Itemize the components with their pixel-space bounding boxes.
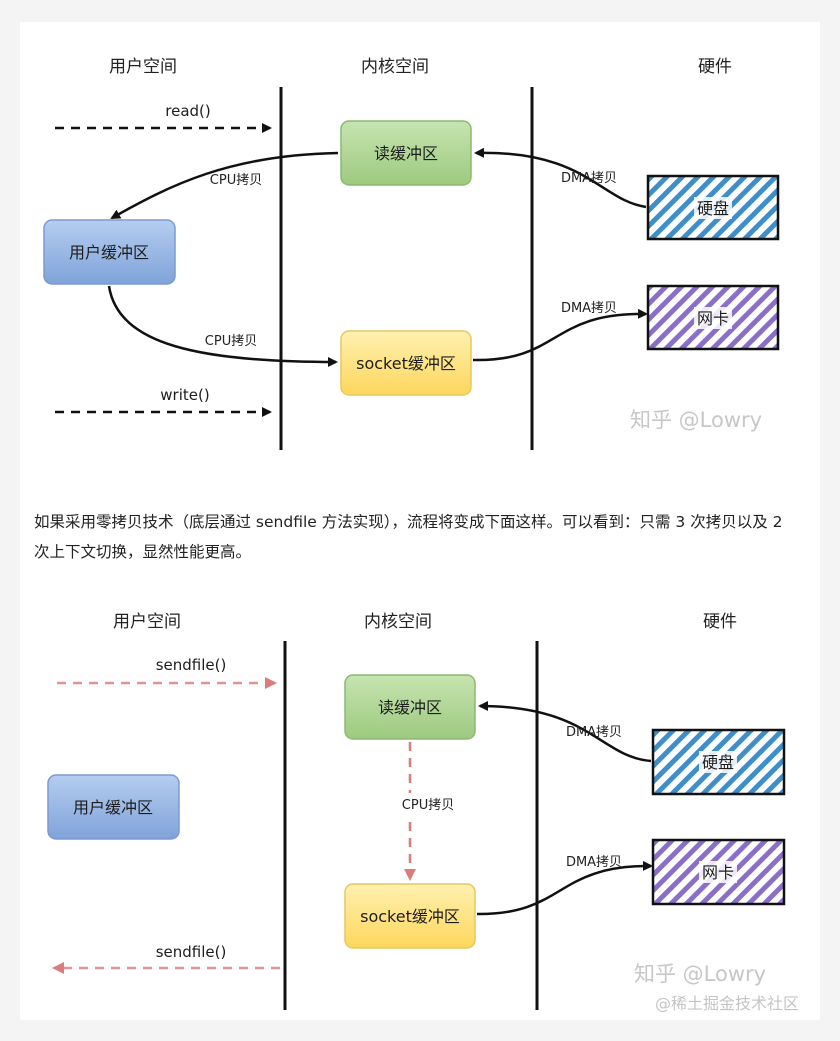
nic-box: 网卡 [646,284,780,351]
dma-copy-socket-to-nic-arrow [472,308,648,362]
cpu-copy-label-2: CPU拷贝 [205,334,257,349]
socket-buffer-box-2: socket缓冲区 [344,883,476,949]
write-call-label: write() [160,386,209,404]
dma-copy-label-2: DMA拷贝 [561,301,617,316]
nic-label-2: 网卡 [702,863,734,882]
diagram-2: 用户空间 内核空间 硬件 sendfile() sendfile() 读缓冲区 … [47,612,799,1013]
watermark-1: 知乎 @Lowry [630,408,762,432]
cpu-copy-label-2-1: CPU拷贝 [402,798,454,813]
user-buffer-box: 用户缓冲区 [43,219,176,285]
dma-copy-socket-to-nic-arrow-2 [476,860,653,916]
column-header-hardware: 硬件 [698,57,732,77]
disk-label: 硬盘 [697,199,729,218]
column-header-user-space: 用户空间 [109,57,177,77]
socket-buffer-box: socket缓冲区 [340,330,472,396]
disk-box: 硬盘 [646,174,780,241]
nic-label: 网卡 [697,309,729,328]
socket-buffer-label: socket缓冲区 [356,354,456,373]
dma-copy-label-1: DMA拷贝 [561,171,617,186]
cpu-copy-read-to-user-arrow [110,151,339,220]
read-buffer-label-2: 读缓冲区 [378,698,442,717]
column-header-hardware-2: 硬件 [703,612,737,632]
diagram-1: 用户空间 内核空间 硬件 read() write() 读缓冲区 用户缓冲区 s… [43,57,780,450]
read-buffer-label: 读缓冲区 [374,144,438,163]
user-buffer-label: 用户缓冲区 [69,243,149,262]
socket-buffer-label-2: socket缓冲区 [360,907,460,926]
sendfile-call-label-out: sendfile() [156,943,227,961]
read-buffer-box: 读缓冲区 [340,120,472,186]
dma-copy-label-2-1: DMA拷贝 [566,725,622,740]
dma-copy-label-2-2: DMA拷贝 [566,855,622,870]
user-buffer-box-2: 用户缓冲区 [47,774,180,840]
cpu-copy-user-to-socket-arrow [107,285,338,367]
explanation-paragraph: 如果采用零拷贝技术（底层通过 sendfile 方法实现），流程将变成下面这样。… [34,513,783,561]
watermark-2: 知乎 @Lowry [634,962,766,986]
nic-box-2: 网卡 [651,838,786,906]
read-buffer-box-2: 读缓冲区 [344,674,476,740]
column-header-kernel-space-2: 内核空间 [364,612,432,632]
cpu-copy-label-1: CPU拷贝 [210,173,262,188]
column-header-user-space-2: 用户空间 [113,612,181,632]
watermark-juejin: @稀土掘金技术社区 [655,994,799,1013]
read-call-label: read() [165,102,210,120]
user-buffer-label-2: 用户缓冲区 [73,798,153,817]
dma-copy-disk-to-read-arrow [474,147,647,209]
disk-label-2: 硬盘 [702,753,734,772]
column-header-kernel-space: 内核空间 [361,57,429,77]
sendfile-call-label-in: sendfile() [156,656,227,674]
disk-box-2: 硬盘 [651,728,786,796]
dma-copy-disk-to-read-arrow-2 [478,701,652,763]
